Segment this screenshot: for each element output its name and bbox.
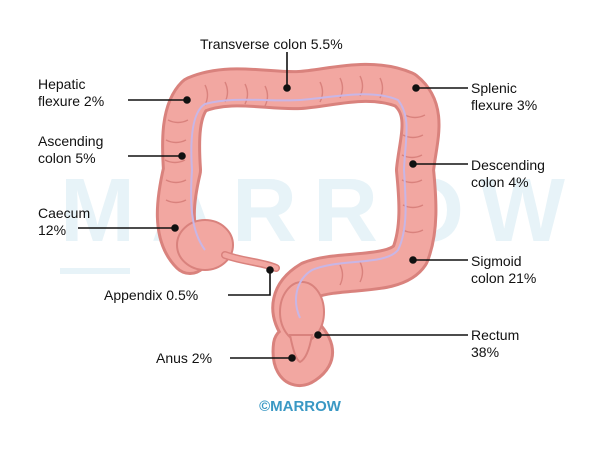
inner-lumen-line (190, 93, 408, 319)
caecum-bulge (176, 219, 234, 271)
label-ascending-colon: Ascending colon 5% (38, 133, 104, 166)
label-sigmoid-colon: Sigmoid colon 21% (471, 253, 537, 286)
label-splenic-flexure: Splenic flexure 3% (471, 80, 538, 113)
anus-shape (288, 334, 314, 364)
label-appendix: Appendix 0.5% (104, 287, 199, 303)
appendix-shape-fill (222, 252, 279, 271)
copyright-logo: ©MARROW (259, 398, 341, 415)
label-caecum: Caecum 12% (38, 205, 91, 238)
label-hepatic-flexure: Hepatic flexure 2% (38, 76, 105, 109)
label-rectum: Rectum 38% (471, 327, 520, 360)
label-anus: Anus 2% (156, 350, 213, 366)
large-intestine-illustration (155, 62, 441, 387)
label-transverse-colon: Transverse colon 5.5% (200, 36, 343, 52)
label-descending-colon: Descending colon 4% (471, 157, 545, 190)
watermark-underline (60, 268, 130, 274)
leader-lines (78, 52, 468, 362)
watermark-text: MARROW (60, 161, 581, 261)
